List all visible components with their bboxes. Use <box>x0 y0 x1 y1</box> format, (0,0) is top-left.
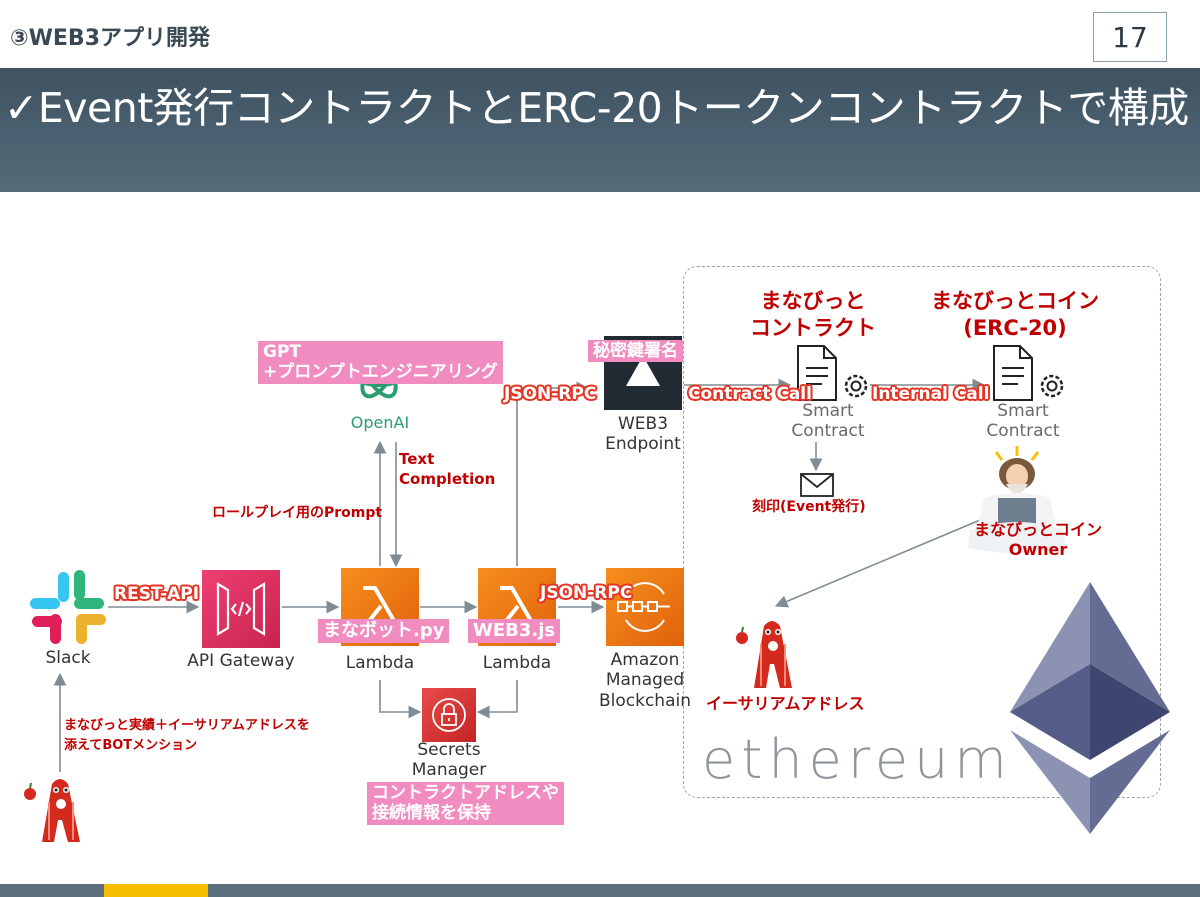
coin-owner-note: まなびっとコイン Owner <box>973 520 1102 559</box>
managed-blockchain-label: Amazon Managed Blockchain <box>598 650 691 711</box>
private-key-signing-tag: 秘密鍵署名 <box>588 340 683 363</box>
section-label: ③WEB3アプリ開発 <box>10 26 210 51</box>
arrow-lambda1-to-secrets <box>379 680 422 719</box>
slack-icon <box>30 570 106 644</box>
text-completion-note: Text Completion <box>399 450 496 488</box>
web3js-tag: WEB3.js <box>468 619 561 643</box>
page-number: 17 <box>1093 12 1167 62</box>
contract-call-label: Contract Call <box>688 384 812 404</box>
json-rpc-label-1: JSON-RPC <box>504 384 597 404</box>
rest-api-label: REST-API <box>114 584 200 604</box>
openai-label: OpenAI <box>350 413 410 432</box>
managed-blockchain-icon <box>606 568 684 646</box>
contract1-title: まなびっと コントラクト <box>750 289 876 341</box>
contract2-title: まなびっとコイン (ERC-20) <box>931 289 1099 341</box>
secrets-manager-label: Secrets Manager <box>411 740 487 781</box>
smart-contract-icon <box>797 345 868 401</box>
secrets-manager-icon <box>422 688 476 742</box>
lambda-label-2: Lambda <box>482 653 552 673</box>
arrow-lambda2-to-secrets <box>476 680 518 719</box>
contract-owner-illustration <box>968 446 1066 553</box>
event-stamp-note: 刻印(Event発行) <box>752 499 866 515</box>
json-rpc-label-2: JSON-RPC <box>540 583 633 603</box>
internal-call-label: Internal Call <box>872 384 990 404</box>
envelope-icon <box>800 473 834 497</box>
web3-endpoint-label: WEB3 Endpoint <box>605 414 681 455</box>
mascot-illustration <box>736 621 792 688</box>
gpt-prompt-tag: GPT +プロンプトエンジニアリング <box>258 341 503 384</box>
ethereum-network-region <box>683 266 1161 798</box>
ethereum-wordmark: ethereum <box>702 728 1013 791</box>
bot-mention-note: まなびっと実績＋イーサリアムアドレスを 添えてBOTメンション <box>64 718 310 753</box>
secrets-note-tag: コントラクトアドレスや 接続情報を保持 <box>367 782 564 825</box>
arrow-owner-to-address <box>774 519 981 608</box>
manabot-tag: まなボット.py <box>318 619 450 643</box>
footer-accent <box>104 884 208 897</box>
slide-title: ✓Event発行コントラクトとERC-20トークンコントラクトで構成 <box>4 84 1189 132</box>
title-bar <box>0 68 1200 192</box>
smart-contract-label-2: Smart Contract <box>986 401 1060 442</box>
arrow-lambda2-to-endpoint <box>516 381 590 566</box>
lambda-label-1: Lambda <box>345 653 415 673</box>
footer-bar <box>0 884 1200 897</box>
smart-contract-icon <box>993 345 1064 401</box>
mascot-illustration <box>24 779 80 842</box>
slack-label: Slack <box>45 648 91 668</box>
ethereum-address-note: イーサリアムアドレス <box>706 694 865 713</box>
roleplay-prompt-note: ロールプレイ用のPrompt <box>212 505 383 521</box>
ethereum-logo-icon <box>1010 582 1170 834</box>
smart-contract-label-1: Smart Contract <box>791 401 865 442</box>
api-gateway-label: API Gateway <box>187 651 295 671</box>
api-gateway-icon <box>202 570 280 648</box>
